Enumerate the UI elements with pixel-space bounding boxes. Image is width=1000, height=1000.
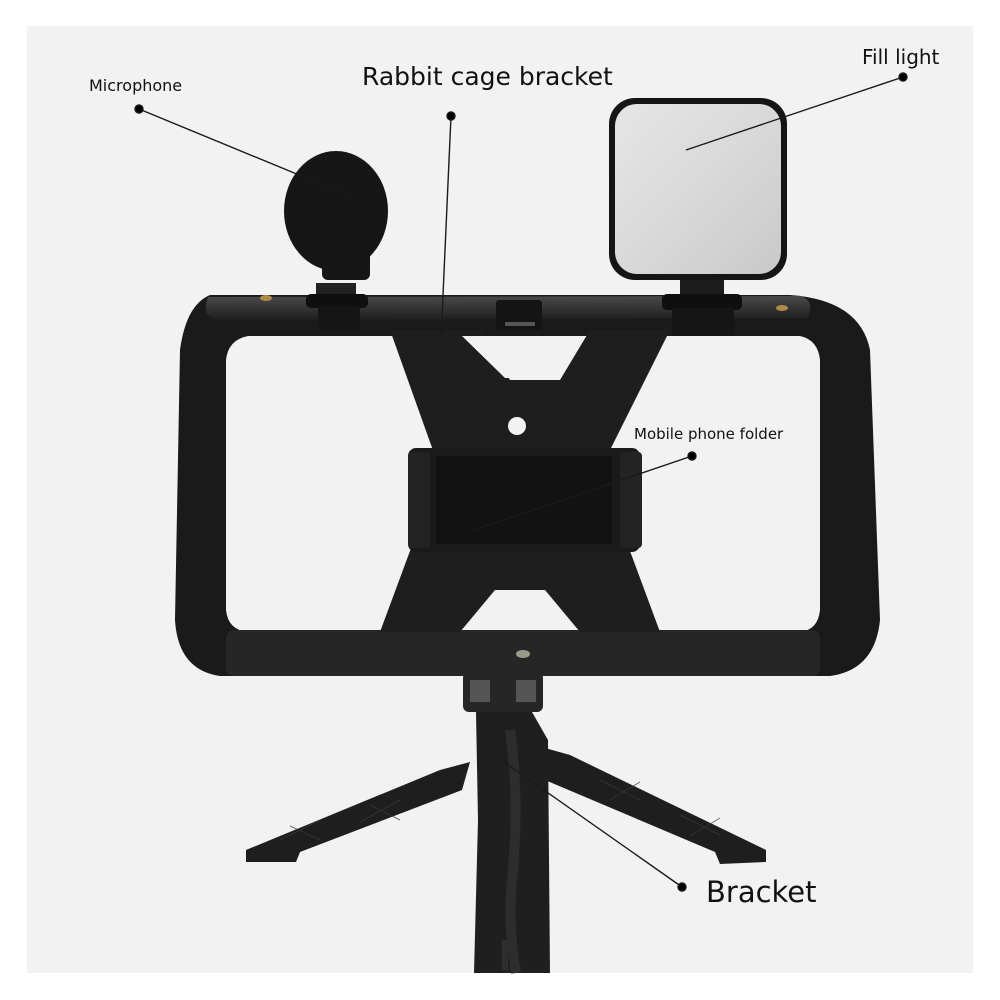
fill-light (609, 98, 787, 336)
bracket-label: Bracket (706, 875, 817, 909)
bracket-handle (463, 672, 550, 974)
mobile-phone-folder-label: Mobile phone folder (634, 425, 784, 443)
rabbit-cage-bracket-label: Rabbit cage bracket (362, 62, 613, 91)
tripod-legs (246, 748, 766, 864)
phone-folder-leader-line (473, 455, 693, 531)
phone-folder-callout-dot (687, 451, 697, 461)
mobile-phone-folder (408, 448, 642, 552)
bracket-leader-line (503, 761, 683, 888)
fill-light-callout-dot (898, 72, 908, 82)
bracket-callout-dot (677, 882, 687, 892)
microphone (284, 151, 388, 330)
microphone-label: Microphone (89, 76, 183, 95)
fill-light-label: Fill light (862, 45, 940, 69)
callout-lines (134, 72, 908, 892)
cage-leader-line (440, 115, 452, 341)
fill-light-leader-line (685, 76, 904, 151)
microphone-callout-dot (134, 104, 144, 114)
cage-callout-dot (446, 111, 456, 121)
microphone-leader-line (138, 108, 351, 197)
